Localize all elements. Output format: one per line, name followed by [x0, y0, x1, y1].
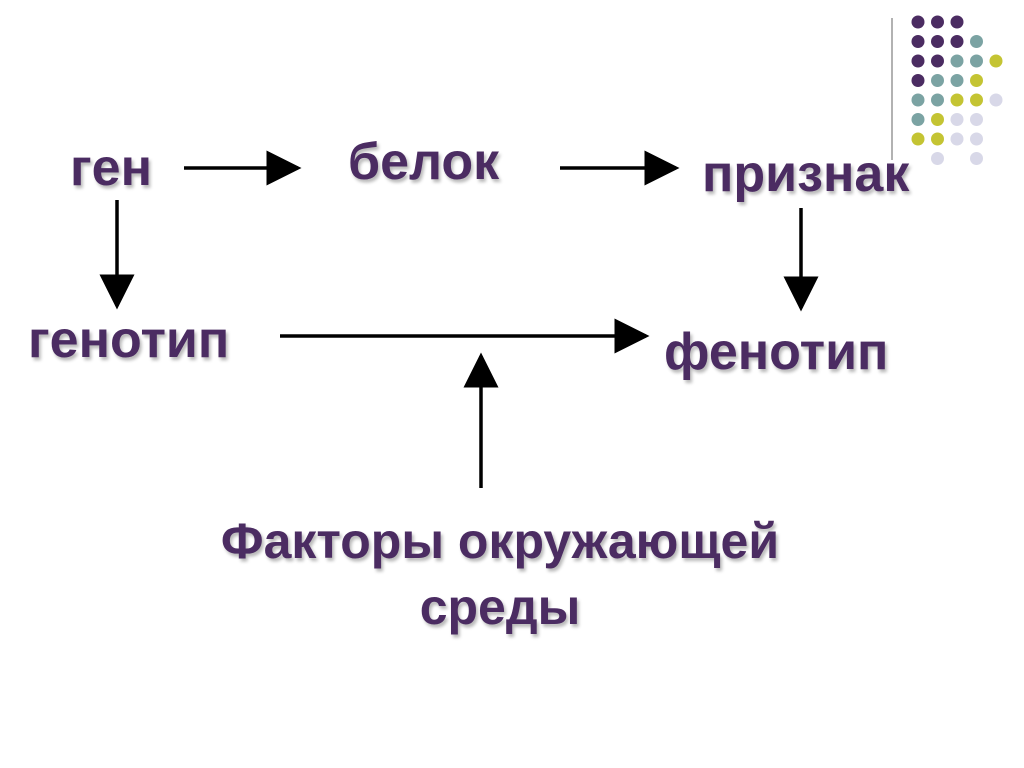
decorative-dot [950, 113, 964, 126]
node-phenotype: фенотип [664, 323, 889, 381]
decorative-dot [989, 93, 1003, 107]
decorative-dot [970, 132, 983, 146]
decorative-dot [970, 152, 983, 165]
node-protein: белок [348, 133, 500, 191]
node-gene: ген [70, 139, 152, 197]
decorative-dot [970, 113, 983, 126]
decorative-dot [931, 93, 944, 107]
decorative-dot [911, 93, 925, 107]
decorative-dot [931, 152, 944, 165]
decorative-dot [970, 54, 983, 68]
decorative-dot [911, 35, 925, 48]
decorative-dot-grid [891, 15, 1003, 165]
decorative-dot [911, 54, 925, 68]
decorative-dot [950, 54, 964, 68]
decorative-dot [950, 15, 964, 29]
environment-line-1: Факторы окружающей [220, 513, 780, 569]
decorative-dot [931, 15, 944, 29]
decorative-dot [931, 54, 944, 68]
decorative-dot [911, 132, 925, 146]
decorative-dot [970, 74, 983, 87]
decorative-dot [950, 132, 964, 146]
decorative-dot [950, 74, 964, 87]
node-environment: Факторы окружающей среды [120, 508, 880, 640]
node-genotype: генотип [28, 311, 230, 369]
decorative-dot [950, 93, 964, 107]
node-trait: признак [702, 145, 910, 203]
decorative-dot [970, 35, 983, 48]
decorative-dot [989, 54, 1003, 68]
decorative-dot [931, 74, 944, 87]
decorative-dot [950, 35, 964, 48]
environment-line-2: среды [419, 579, 581, 635]
decorative-dot [970, 93, 983, 107]
decorative-dot [931, 113, 944, 126]
decorative-dot [931, 35, 944, 48]
decorative-dot [911, 113, 925, 126]
decorative-dot [911, 15, 925, 29]
decorative-dot [931, 132, 944, 146]
decorative-dot [911, 74, 925, 87]
